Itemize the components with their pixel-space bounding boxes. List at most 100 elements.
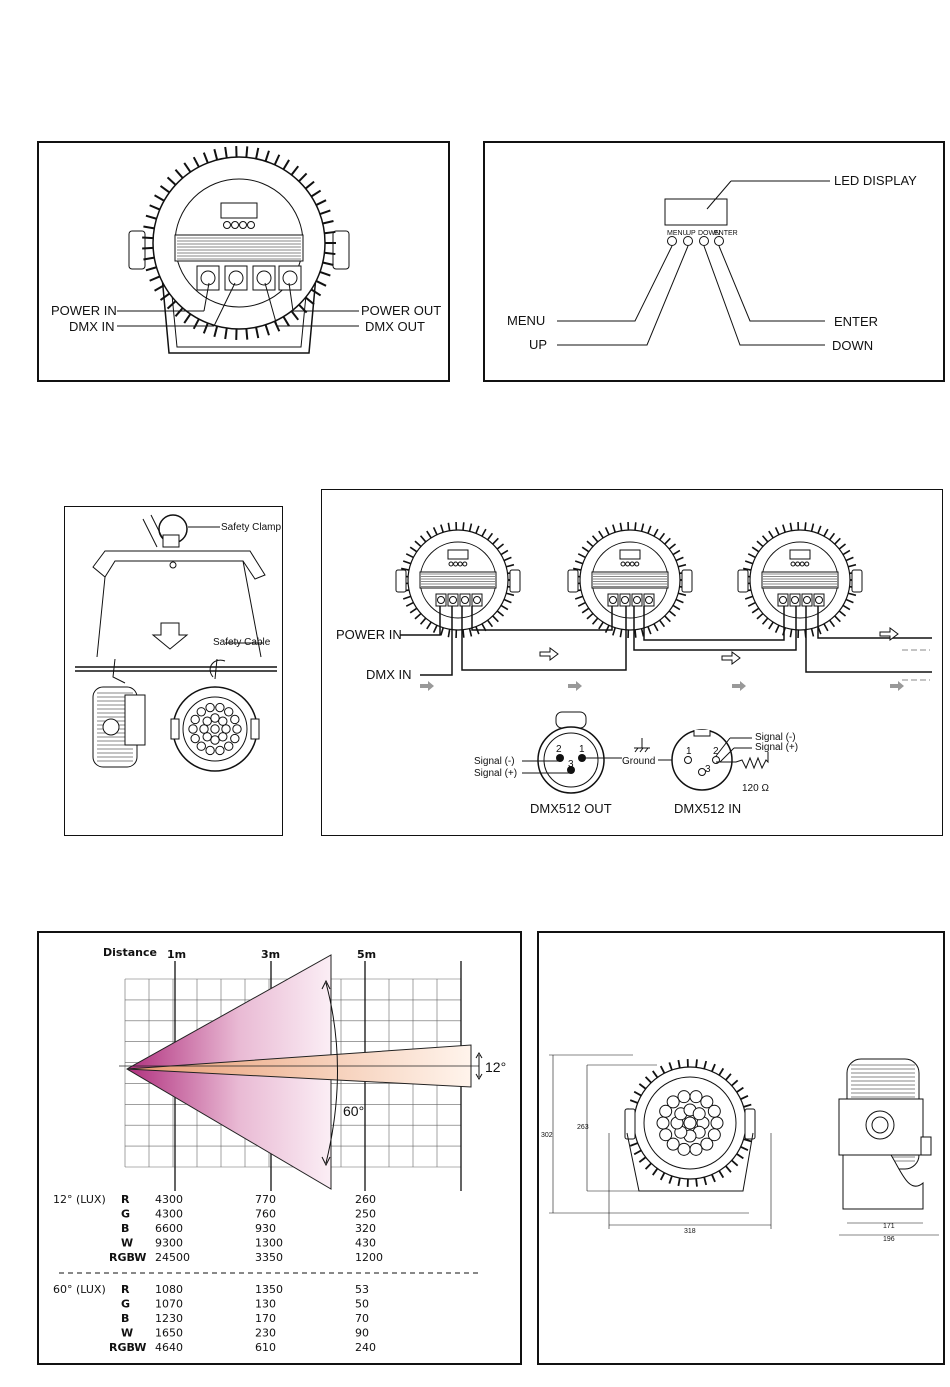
safety-clamp-label: Safety Clamp: [221, 522, 281, 533]
menu-button: [667, 236, 677, 246]
dmx-wiring-diagram: POWER IN DMX IN 2 1 3 Signal (-) Signal …: [321, 489, 943, 836]
xlr-in-connector: [671, 729, 733, 791]
lux-3m-cell: 930: [255, 1222, 276, 1235]
down-arrow-icon: [151, 622, 189, 650]
lux-color-cell: B: [121, 1312, 129, 1325]
rear-panel-diagram: POWER IN DMX IN POWER OUT DMX OUT: [37, 141, 450, 382]
lux-5m-cell: 260: [355, 1193, 376, 1206]
chain-fixture-1: [395, 522, 521, 638]
distance-label: Distance: [103, 946, 157, 959]
distance-1m: 1m: [167, 948, 186, 961]
in-signal-minus: Signal (-): [755, 732, 796, 743]
lux-1m-cell: 24500: [155, 1251, 190, 1264]
angle-12-label: 12°: [485, 1059, 506, 1075]
lux-row: RGBW 4640 610 240: [109, 1341, 376, 1354]
lux-3m-cell: 1300: [255, 1237, 283, 1250]
lux-3m-cell: 170: [255, 1312, 276, 1325]
up-label: UP: [529, 337, 547, 352]
btn-down-caption: DOWN: [698, 230, 720, 237]
lux-3m-cell: 1350: [255, 1283, 283, 1296]
lux-row: R 4300 770 260: [121, 1193, 376, 1206]
lux-1m-cell: 1650: [155, 1327, 183, 1340]
dim-171: 171: [883, 1223, 895, 1230]
dimensions-svg: 302 263 318 171 196: [541, 1054, 939, 1243]
out-pin3: 3: [568, 759, 574, 770]
lux-1m-cell: 1080: [155, 1283, 183, 1296]
btn-enter-caption: ENTER: [714, 230, 738, 237]
lux-5m-cell: 70: [355, 1312, 369, 1325]
lux-5m-cell: 50: [355, 1298, 369, 1311]
btn-up-caption: UP: [686, 230, 696, 237]
rear-panel-svg: POWER IN DMX IN POWER OUT DMX OUT: [51, 146, 441, 354]
lux-5m-cell: 240: [355, 1341, 376, 1354]
led-display-box: [664, 198, 728, 226]
lux-row: W 9300 1300 430: [121, 1237, 376, 1250]
lux-3m-cell: 770: [255, 1193, 276, 1206]
dim-196: 196: [883, 1236, 895, 1243]
lux-color-cell: G: [121, 1298, 130, 1311]
lux-3m-cell: 230: [255, 1327, 276, 1340]
wiring-power-in-label: POWER IN: [336, 627, 402, 642]
lux-color-cell: R: [121, 1193, 130, 1206]
lux-3m-cell: 610: [255, 1341, 276, 1354]
lux-1m-cell: 6600: [155, 1222, 183, 1235]
in-signal-plus: Signal (+): [755, 742, 798, 753]
led-display: [220, 202, 258, 219]
out-pin1: 1: [579, 744, 585, 755]
dmx-out-connector: [252, 265, 276, 291]
chain-fixture-2: [567, 522, 693, 638]
lux-1m-cell: 4640: [155, 1341, 183, 1354]
menu-label: MENU: [507, 313, 545, 328]
lux-color-cell: W: [121, 1237, 133, 1250]
safety-cable-label: Safety Cable: [213, 637, 271, 648]
cooling-fins: [142, 146, 336, 340]
lux-5m-cell: 53: [355, 1283, 369, 1296]
lux-1m-cell: 1070: [155, 1298, 183, 1311]
lux-color-cell: RGBW: [109, 1341, 146, 1354]
out-pin2: 2: [556, 744, 562, 755]
dim-318: 318: [684, 1228, 696, 1235]
lux-1m-cell: 1230: [155, 1312, 183, 1325]
lux-row: B 1230 170 70: [121, 1312, 369, 1325]
right-knob: [332, 230, 350, 270]
lux-5m-cell: 1200: [355, 1251, 383, 1264]
control-panel-svg: LED DISPLAY MENU UP DOWN ENTER MENU UP E…: [507, 173, 917, 353]
rigging-svg: Safety Clamp Safety Cable: [75, 514, 281, 772]
enter-button: [714, 236, 724, 246]
lux-3m-cell: 760: [255, 1208, 276, 1221]
left-knob: [128, 230, 146, 270]
down-label: DOWN: [832, 338, 873, 353]
lux-1m-cell: 4300: [155, 1193, 183, 1206]
in-pin1: 1: [686, 746, 692, 757]
power-in-label: POWER IN: [51, 303, 117, 318]
distance-3m: 3m: [261, 948, 280, 961]
lux-5m-cell: 320: [355, 1222, 376, 1235]
in-pin2: 2: [713, 746, 719, 757]
control-panel-diagram: LED DISPLAY MENU UP DOWN ENTER MENU UP E…: [483, 141, 945, 382]
lux-1m-cell: 9300: [155, 1237, 183, 1250]
dmx-in-connector-label: DMX512 IN: [674, 801, 741, 816]
lux-color-cell: RGBW: [109, 1251, 146, 1264]
power-out-connector: [278, 265, 302, 291]
lux-5m-cell: 90: [355, 1327, 369, 1340]
angle-60-label: 60°: [343, 1103, 364, 1119]
heatsink: [174, 234, 304, 262]
enter-label: ENTER: [834, 314, 878, 329]
down-button: [699, 236, 709, 246]
lux-color-cell: R: [121, 1283, 130, 1296]
dmx-in-label: DMX IN: [69, 319, 115, 334]
dim-302: 302: [541, 1132, 553, 1139]
power-out-label: POWER OUT: [361, 303, 441, 318]
table60-title: 60° (LUX): [53, 1283, 106, 1296]
in-pin3: 3: [705, 764, 711, 775]
resistor-label: 120 Ω: [742, 783, 769, 794]
lux-5m-cell: 430: [355, 1237, 376, 1250]
dmx-wiring-svg: POWER IN DMX IN 2 1 3 Signal (-) Signal …: [336, 522, 932, 816]
dmx-in-connector: [224, 265, 248, 291]
